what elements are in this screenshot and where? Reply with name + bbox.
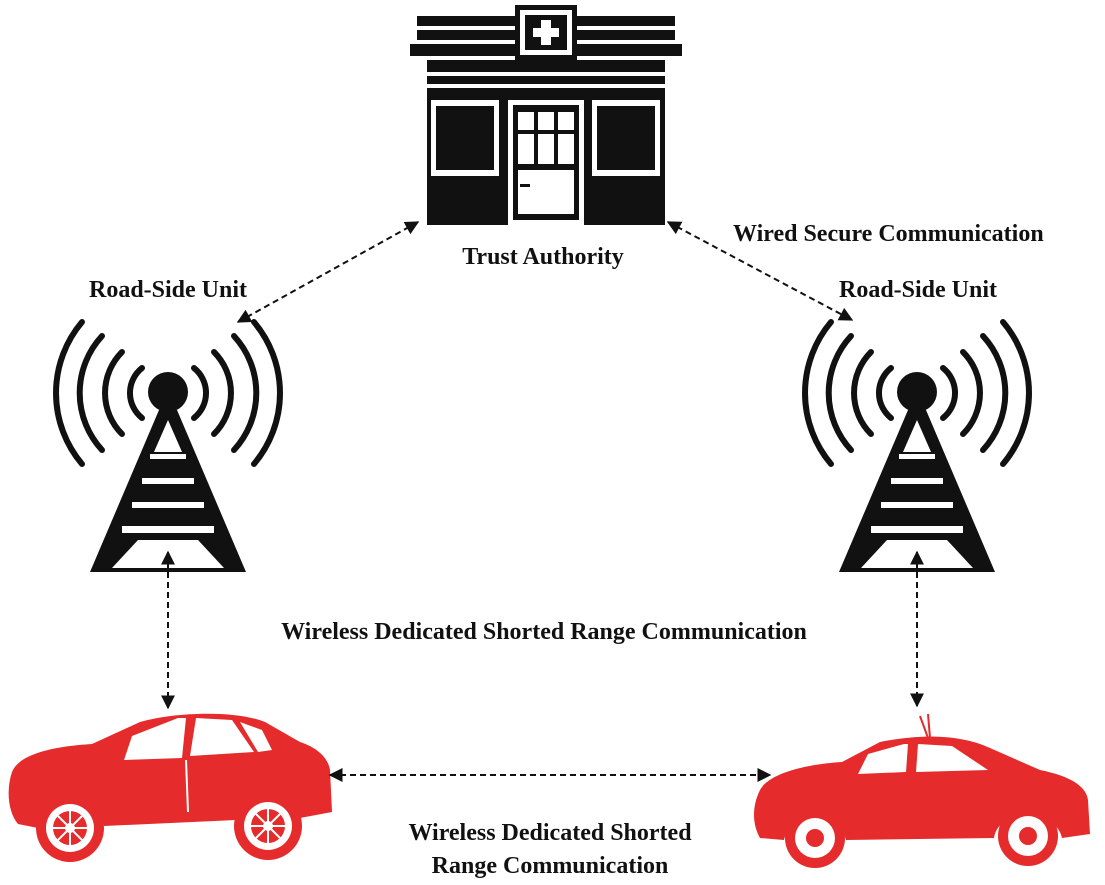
rsu-right-label: Road-Side Unit [839,277,997,303]
rsu-right-tower-icon [802,319,1032,572]
rsu-left-tower-icon [53,319,283,572]
arrow-ta-to-rsu-left [236,221,420,323]
rsu-left-label: Road-Side Unit [89,277,247,303]
wireless-dsrc-bottom-label-line1: Wireless Dedicated Shorted [408,820,692,846]
arrow-ta-to-rsu-right [666,221,854,321]
wireless-dsrc-middle-label: Wireless Dedicated Shorted Range Communi… [281,619,807,645]
wired-communication-label: Wired Secure Communication [733,221,1044,247]
wireless-dsrc-bottom-label-line2: Range Communication [432,853,669,879]
vehicle-right-car-icon [754,713,1090,868]
trust-authority-label: Trust Authority [462,244,624,270]
trust-authority-building-icon [410,5,682,225]
vehicle-left-car-icon [8,713,332,862]
